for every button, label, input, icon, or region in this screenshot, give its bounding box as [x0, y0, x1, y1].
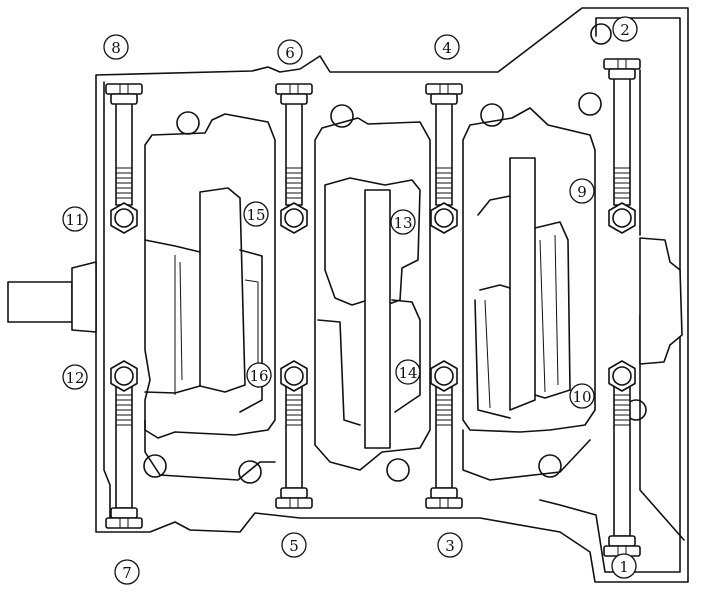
- sequence-number-text: 7: [122, 564, 132, 582]
- dowel-hole: [480, 103, 504, 127]
- bay-1-frame: [144, 113, 276, 439]
- sequence-number-text: 12: [65, 369, 84, 387]
- sequence-number-text: 8: [111, 39, 121, 57]
- sequence-number-text: 10: [572, 388, 591, 406]
- bolt-column: [275, 83, 313, 509]
- sequence-number-4: 4: [434, 34, 460, 60]
- sequence-number-5: 5: [281, 532, 307, 558]
- sequence-number-3: 3: [437, 532, 463, 558]
- flywheel-flange: [639, 237, 683, 365]
- crank-snout: [7, 281, 73, 323]
- dowel-hole: [176, 111, 200, 135]
- dowel-hole: [590, 23, 612, 45]
- bay-3-frame: [462, 107, 596, 433]
- sequence-number-10: 10: [569, 383, 595, 409]
- housing-outline: [95, 7, 689, 583]
- sequence-number-16: 16: [246, 362, 272, 388]
- dowel-hole: [578, 92, 602, 116]
- sequence-number-text: 15: [246, 206, 265, 224]
- cap-bolt-head: [430, 202, 458, 234]
- sequence-number-7: 7: [114, 559, 140, 585]
- dowel-hole: [238, 460, 262, 484]
- housing-inner-left: [103, 81, 111, 521]
- sequence-number-14: 14: [395, 359, 421, 385]
- cap-bolt-head: [110, 202, 138, 234]
- sequence-number-text: 14: [398, 364, 417, 382]
- bolt-group: [105, 58, 641, 557]
- sequence-number-text: 6: [285, 44, 295, 62]
- sequence-number-12: 12: [62, 364, 88, 390]
- cap-bolt-head: [430, 360, 458, 392]
- sequence-number-13: 13: [390, 209, 416, 235]
- sequence-number-text: 4: [442, 39, 452, 57]
- dowel-hole: [386, 458, 410, 482]
- sequence-number-text: 16: [249, 367, 268, 385]
- bay-3-lower: [462, 429, 591, 481]
- crank-journal-3: [474, 195, 571, 419]
- bay-1-lower: [144, 419, 276, 481]
- housing-right-rib: [639, 69, 685, 541]
- dowel-hole: [143, 454, 167, 478]
- cap-bolt-head: [110, 360, 138, 392]
- crank-journal-2: [317, 299, 421, 426]
- sequence-number-text: 1: [619, 558, 629, 576]
- cap-bolt-head: [608, 202, 636, 234]
- sequence-number-1: 1: [611, 553, 637, 579]
- bolt-column: [105, 83, 143, 529]
- crank-web-1: [199, 187, 246, 393]
- crank-web-2b: [364, 189, 391, 449]
- dowel-hole: [538, 454, 562, 478]
- sequence-number-15: 15: [243, 201, 269, 227]
- sequence-number-text: 13: [393, 214, 412, 232]
- crank-snout-collar: [71, 261, 97, 333]
- cap-bolt-head: [280, 202, 308, 234]
- crank-web-3: [509, 157, 536, 411]
- sequence-number-9: 9: [569, 178, 595, 204]
- sequence-number-text: 2: [620, 21, 630, 39]
- sequence-number-2: 2: [612, 16, 638, 42]
- crank-throw-1: [174, 255, 259, 395]
- crank-throw-3: [484, 234, 559, 409]
- sequence-number-text: 9: [577, 183, 587, 201]
- sequence-number-text: 3: [445, 537, 455, 555]
- cap-bolt-head: [608, 360, 636, 392]
- dowel-hole: [330, 104, 354, 128]
- housing-inner-right: [539, 17, 681, 573]
- cap-bolt-head: [280, 360, 308, 392]
- sequence-number-11: 11: [62, 206, 88, 232]
- sequence-number-text: 5: [289, 537, 299, 555]
- sequence-number-6: 6: [277, 39, 303, 65]
- sequence-number-8: 8: [103, 34, 129, 60]
- bolt-column: [603, 58, 641, 557]
- bay-2-frame: [314, 117, 431, 471]
- bolt-column: [425, 83, 463, 509]
- sequence-number-text: 11: [65, 211, 84, 229]
